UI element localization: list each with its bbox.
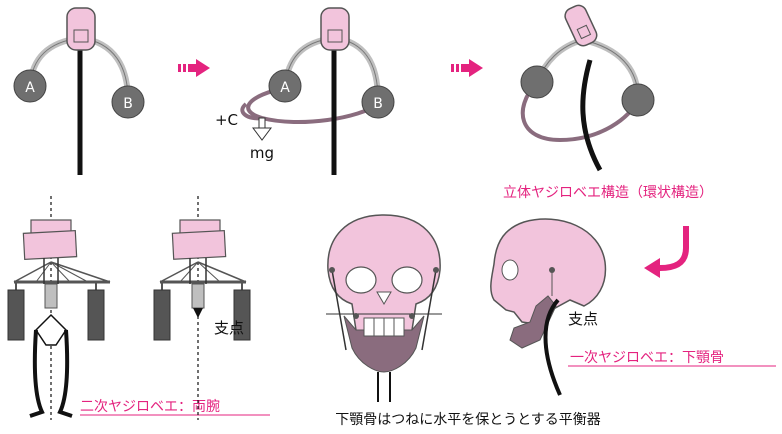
profile-caption: 一次ヤジロベエ：下顎骨 [570, 350, 724, 366]
pivot-block [562, 3, 599, 49]
panel3-ring-structure: 立体ヤジロベエ構造（環状構造） [503, 3, 713, 201]
arrow-right-icon [451, 59, 483, 77]
arms-figure-body: 二次ヤジロベエ：両腕 [8, 196, 270, 420]
ball-a-label: A [280, 80, 290, 96]
panel1-balance-toy: A B [14, 8, 144, 175]
ball-left [521, 66, 553, 98]
ball-a-label: A [25, 80, 35, 96]
arms-caption: 二次ヤジロベエ：両腕 [80, 399, 220, 415]
ring-structure-caption: 立体ヤジロベエ構造（環状構造） [503, 185, 713, 201]
charge-label: +C [215, 111, 238, 129]
profile-fulcrum-label: 支点 [568, 310, 598, 328]
skull-caption: 下顎骨はつねに水平を保とうとする平衡器 [335, 412, 601, 428]
skull-profile: 支点 一次ヤジロベエ：下顎骨 [491, 219, 776, 395]
pivot-block [321, 8, 349, 50]
arms-fulcrum-label: 支点 [214, 319, 244, 337]
ball-b-label: B [373, 96, 383, 112]
arrow-right-icon [178, 59, 210, 77]
ball-b-label: B [123, 96, 133, 112]
ball-right [622, 84, 654, 116]
panel2-balance-toy: A B +C mg [215, 8, 394, 175]
pivot-block [67, 8, 95, 50]
arms-figure-fulcrum: 支点 [154, 196, 250, 420]
curved-arrow-icon [656, 226, 686, 268]
weight-label: mg [250, 144, 274, 162]
